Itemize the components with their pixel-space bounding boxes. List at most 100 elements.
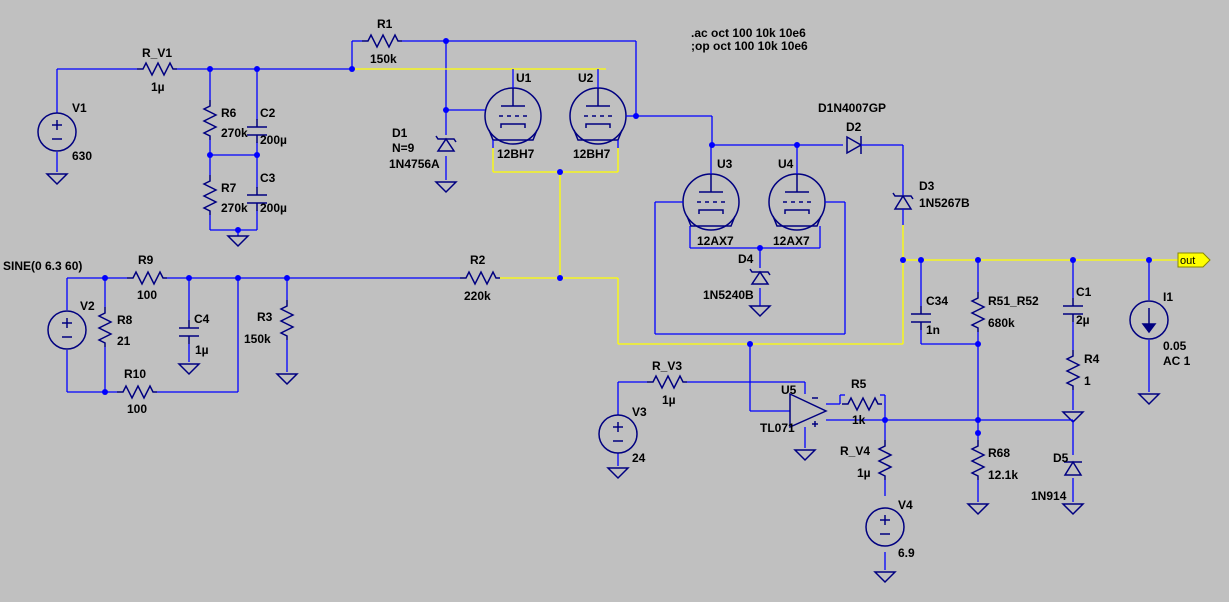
svg-text:1n: 1n [926, 323, 940, 337]
spice-directive-ac: .ac oct 100 10k 10e6 [691, 26, 806, 40]
wires-tubes-mid [654, 144, 846, 335]
svg-text:V2: V2 [80, 299, 95, 313]
svg-text:R10: R10 [124, 367, 146, 381]
wires-output [920, 260, 1150, 440]
r2-resistor[interactable]: R2 220k [459, 253, 501, 303]
c2-capacitor[interactable]: C2 200µ [246, 106, 287, 147]
svg-text:1: 1 [1084, 374, 1091, 388]
svg-text:1µ: 1µ [151, 80, 165, 94]
svg-text:TL071: TL071 [760, 421, 795, 435]
r-v4-resistor[interactable]: R_V4 1µ [840, 439, 892, 481]
d4-zener-diode[interactable]: D4 1N5240B [703, 252, 771, 317]
c3-capacitor[interactable]: C3 200µ [246, 171, 287, 215]
svg-text:R_V4: R_V4 [840, 444, 870, 458]
r-v3-resistor[interactable]: R_V3 1µ [646, 359, 688, 407]
svg-text:R_V3: R_V3 [652, 359, 682, 373]
svg-text:U5: U5 [781, 383, 797, 397]
svg-text:270k: 270k [221, 201, 248, 215]
svg-text:C2: C2 [260, 106, 276, 120]
junction-dots-bias [557, 257, 1152, 347]
svg-text:R1: R1 [377, 17, 393, 31]
u3-tube-12ax7[interactable]: U3 12AX7 [682, 157, 740, 248]
v3-voltage-source[interactable]: V3 24 [598, 405, 647, 479]
svg-text:D5: D5 [1053, 451, 1069, 465]
svg-text:24: 24 [632, 451, 646, 465]
svg-text:D2: D2 [846, 120, 862, 134]
r68-resistor[interactable]: R68 12.1k [967, 439, 1018, 515]
svg-text:out: out [1180, 255, 1195, 267]
junction-dot [975, 341, 981, 347]
r8-resistor[interactable]: R8 21 [98, 306, 133, 348]
svg-text:1µ: 1µ [662, 393, 676, 407]
svg-text:21: 21 [117, 334, 131, 348]
svg-text:1N5240B: 1N5240B [703, 288, 754, 302]
svg-text:D4: D4 [738, 252, 754, 266]
r10-resistor[interactable]: R10 100 [116, 367, 158, 416]
svg-text:150k: 150k [370, 52, 397, 66]
svg-text:C3: C3 [260, 171, 276, 185]
u2-tube-12bh7[interactable]: U2 12BH7 [569, 71, 627, 161]
r-v1-resistor[interactable]: R_V1 1µ [136, 46, 178, 94]
svg-text:220k: 220k [464, 289, 491, 303]
svg-text:0.05: 0.05 [1163, 339, 1187, 353]
junction-dot [557, 169, 563, 175]
v4-voltage-source[interactable]: V4 6.9 [865, 498, 915, 583]
svg-text:1N4756A: 1N4756A [389, 157, 440, 171]
r6-resistor[interactable]: R6 270k [203, 99, 248, 141]
ground-symbol-supply [227, 235, 249, 247]
svg-text:U4: U4 [778, 157, 794, 171]
d2-diode[interactable]: D1N4007GP D2 [818, 101, 903, 155]
d1-zener-diode[interactable]: D1 N=9 1N4756A [389, 126, 457, 193]
svg-text:V4: V4 [898, 498, 913, 512]
u4-tube-12ax7[interactable]: U4 12AX7 [768, 157, 826, 248]
svg-text:R2: R2 [470, 253, 486, 267]
r3-resistor[interactable]: R3 150k [244, 299, 298, 385]
svg-text:100: 100 [127, 402, 147, 416]
svg-text:N=9: N=9 [392, 141, 415, 155]
junction-dots-opamp [882, 417, 981, 436]
r9-resistor[interactable]: R9 100 [126, 253, 168, 302]
svg-text:1µ: 1µ [195, 343, 209, 357]
d3-zener-diode[interactable]: D3 1N5267B [892, 145, 970, 225]
r4-resistor[interactable]: R4 1 [1062, 349, 1100, 423]
svg-text:680k: 680k [988, 316, 1015, 330]
v2-sine-source[interactable]: SINE(0 6.3 60) V2 [3, 259, 95, 350]
r7-resistor[interactable]: R7 270k [203, 174, 248, 216]
spice-directive-op: ;op oct 100 10k 10e6 [691, 39, 808, 53]
c34-capacitor[interactable]: C34 1n [910, 294, 948, 337]
svg-text:R51_R52: R51_R52 [988, 294, 1039, 308]
junction-dots-heater [102, 275, 290, 395]
svg-text:V3: V3 [632, 405, 647, 419]
d5-diode[interactable]: D5 1N914 [1031, 451, 1084, 515]
svg-text:SINE(0 6.3 60): SINE(0 6.3 60) [3, 259, 82, 273]
svg-text:2µ: 2µ [1076, 313, 1090, 327]
svg-text:R5: R5 [851, 377, 867, 391]
c1-capacitor[interactable]: C1 2µ [1062, 285, 1092, 327]
v1-voltage-source[interactable]: V1 630 [37, 101, 92, 185]
out-net-label[interactable]: out [1177, 252, 1211, 268]
svg-text:R3: R3 [257, 310, 273, 324]
svg-text:C1: C1 [1076, 285, 1092, 299]
svg-text:150k: 150k [244, 332, 271, 346]
r1-resistor[interactable]: R1 150k [361, 17, 403, 66]
svg-text:R68: R68 [988, 446, 1010, 460]
c4-capacitor[interactable]: C4 1µ [178, 312, 210, 375]
svg-text:U2: U2 [578, 71, 594, 85]
r5-resistor[interactable]: R5 1k [841, 377, 883, 427]
svg-text:R8: R8 [117, 313, 133, 327]
wires-tubes-top [446, 69, 636, 278]
u5-opamp[interactable]: U5 TL071 [760, 383, 828, 461]
i1-current-source[interactable]: I1 0.05 AC 1 [1129, 290, 1191, 405]
svg-text:AC 1: AC 1 [1163, 354, 1191, 368]
u1-tube-12bh7[interactable]: U1 12BH7 [484, 71, 542, 161]
svg-text:100: 100 [137, 288, 157, 302]
svg-text:R6: R6 [221, 106, 237, 120]
r51-r52-resistor[interactable]: R51_R52 680k [971, 291, 1039, 333]
svg-text:6.9: 6.9 [898, 546, 915, 560]
svg-text:C4: C4 [194, 312, 210, 326]
svg-text:D1: D1 [392, 126, 408, 140]
svg-text:C34: C34 [926, 294, 948, 308]
svg-text:I1: I1 [1163, 290, 1173, 304]
